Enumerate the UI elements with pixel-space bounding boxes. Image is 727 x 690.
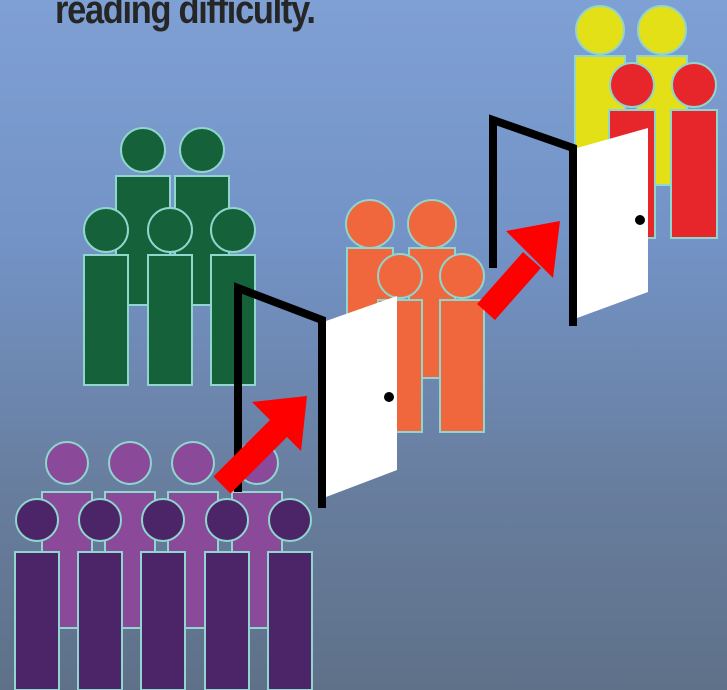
person-red (671, 63, 717, 238)
person-purple-front (78, 499, 122, 690)
person-orange (440, 254, 484, 432)
person-purple-front (15, 499, 59, 690)
person-purple-front (205, 499, 249, 690)
person-green (148, 208, 192, 385)
person-green (84, 208, 128, 385)
person-green (211, 208, 255, 385)
person-purple-front (141, 499, 185, 690)
person-purple-front (268, 499, 312, 690)
arrow-2 (486, 221, 560, 312)
